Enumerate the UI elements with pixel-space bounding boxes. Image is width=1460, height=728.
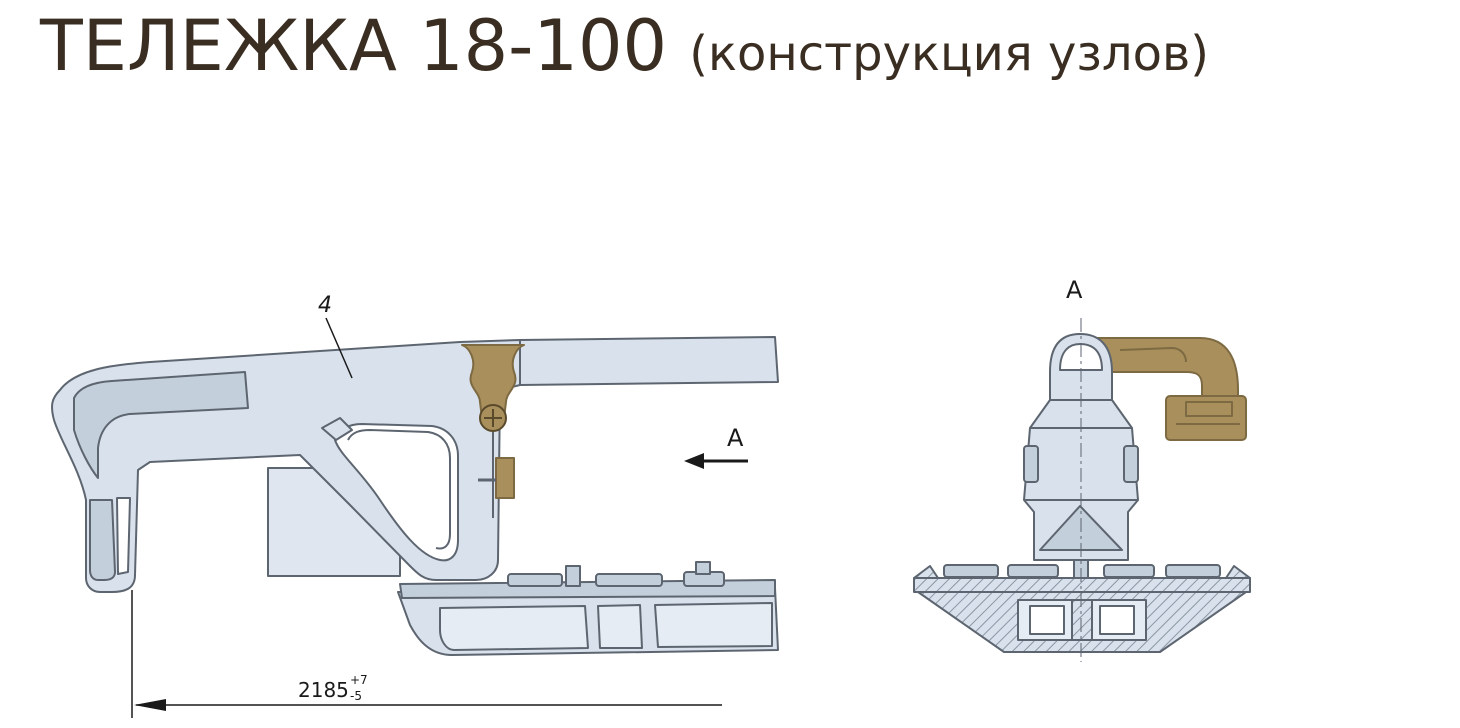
view-a-pad-3 <box>1103 564 1155 578</box>
bronze-block <box>495 457 515 499</box>
callout-4-leader <box>325 317 353 379</box>
bolster-channel-2 <box>597 604 643 649</box>
jaw-slot-right <box>116 497 131 575</box>
dimension-arrow-head <box>134 699 166 711</box>
dimension-tolerance-upper: +7 <box>350 673 368 687</box>
side-bearing-stud-1 <box>565 565 581 587</box>
spring-clip-right <box>1123 445 1139 483</box>
bolster-channel-1 <box>439 605 589 651</box>
dimension-value: 2185 <box>298 678 349 702</box>
view-a: А <box>913 276 1251 662</box>
view-a-pad-1 <box>943 564 999 578</box>
bronze-elbow-detail <box>1119 347 1187 363</box>
view-a-title: А <box>1066 276 1083 304</box>
page-title: ТЕЛЕЖКА 18-100 (конструкция узлов) <box>40 8 1209 85</box>
side-view <box>51 336 779 656</box>
section-cavity-inner-right <box>1099 605 1135 635</box>
dimension-2185: 2185 +7 -5 <box>131 590 722 718</box>
section-cavity-web <box>1071 599 1093 641</box>
jaw-slot-lower <box>89 499 116 581</box>
section-top-lip-right <box>1225 565 1251 579</box>
title-main: ТЕЛЕЖКА 18-100 <box>40 5 668 87</box>
section-cavity-inner-left <box>1029 605 1065 635</box>
bronze-elbow-pipe <box>1094 337 1239 399</box>
spring-clip-left <box>1023 445 1039 483</box>
side-bearing-nut <box>695 561 711 575</box>
bronze-fitting-nut <box>1185 401 1233 417</box>
bolster-top-beam <box>519 336 779 386</box>
window-wedge-lug <box>321 417 353 441</box>
side-bearing-pad-2 <box>595 573 663 587</box>
callout-4-number: 4 <box>318 293 332 318</box>
side-bearing-pad-1 <box>507 573 563 587</box>
section-top-lip-left <box>913 565 939 579</box>
section-top-plate <box>913 577 1251 593</box>
view-a-pad-4 <box>1165 564 1221 578</box>
view-a-arrow-letter: А <box>727 424 744 452</box>
view-a-pad-2 <box>1007 564 1059 578</box>
jaw-slot-upper <box>73 371 249 479</box>
dimension-tolerance-lower: -5 <box>350 689 362 703</box>
bolster-channel-3 <box>654 602 773 648</box>
title-subtitle: (конструкция узлов) <box>689 26 1209 82</box>
window-inner-contour <box>347 429 451 550</box>
view-a-arrow-head <box>684 453 704 469</box>
view-a-arrow-marker: А <box>684 424 748 469</box>
side-frame-window <box>334 423 459 562</box>
callout-4: 4 <box>318 293 353 379</box>
